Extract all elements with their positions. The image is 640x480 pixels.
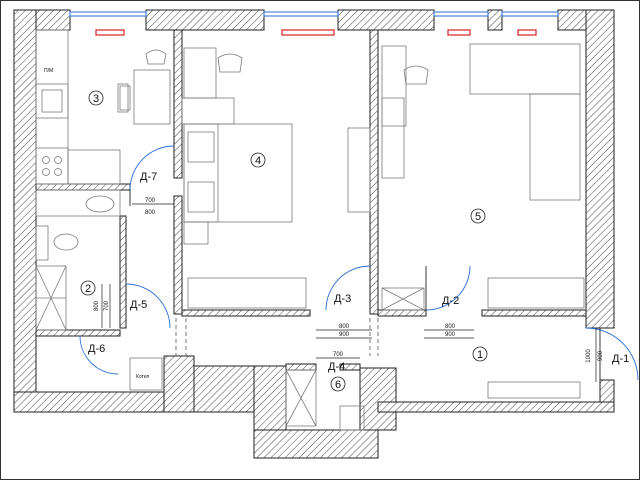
windows [69,11,559,17]
dim-d5-outer: 800 [94,300,100,311]
dim-d1-outer: 1000 [586,349,592,363]
boiler-tag: Котел [136,374,149,380]
door-label-d4: Д-4 [328,361,345,373]
dim-d3-bottom: 900 [339,332,350,338]
dim-d1-inner: 900 [598,350,604,361]
room-number-5: 5 [475,211,481,223]
room-marker-2: 2 [80,280,96,296]
room-number-4: 4 [255,155,261,167]
room-marker-3: 3 [88,90,104,106]
room-number-1: 1 [477,349,483,361]
interior-walls [35,29,587,371]
dim-d2-top: 800 [445,324,456,330]
room-marker-5: 5 [470,208,486,224]
door-swings [79,145,639,381]
dim-d2-bottom: 900 [445,332,456,338]
dim-d7-bottom: 800 [145,210,156,216]
door-label-d7: Д-7 [140,171,157,183]
radiators [95,29,537,36]
dimension-lines [101,203,597,382]
room5-furniture [381,43,585,399]
room-number-3: 3 [93,93,99,105]
door-label-d3: Д-3 [334,293,351,305]
dim-d3-top: 800 [339,324,350,330]
dim-d4-top: 700 [333,352,344,358]
door-label-d1: Д-1 [612,353,629,365]
dim-d5-inner: 700 [104,300,110,311]
dashed-lines [175,318,379,356]
bathroom-furniture [35,189,163,391]
door-label-d5: Д-5 [130,299,147,311]
door-label-d6: Д-6 [88,343,105,355]
room-marker-4: 4 [250,152,266,168]
room4-furniture [181,47,371,309]
room-number-2: 2 [85,283,91,295]
dim-d7-top: 700 [145,198,156,204]
exterior-walls [13,9,615,459]
room-marker-1: 1 [472,346,488,362]
utility-room [285,369,365,431]
room-number-6: 6 [335,379,341,391]
kitchen-tag: П/М [44,68,53,74]
door-label-d2: Д-2 [442,295,459,307]
kitchen-furniture [35,29,171,185]
room-marker-6: 6 [330,376,346,392]
